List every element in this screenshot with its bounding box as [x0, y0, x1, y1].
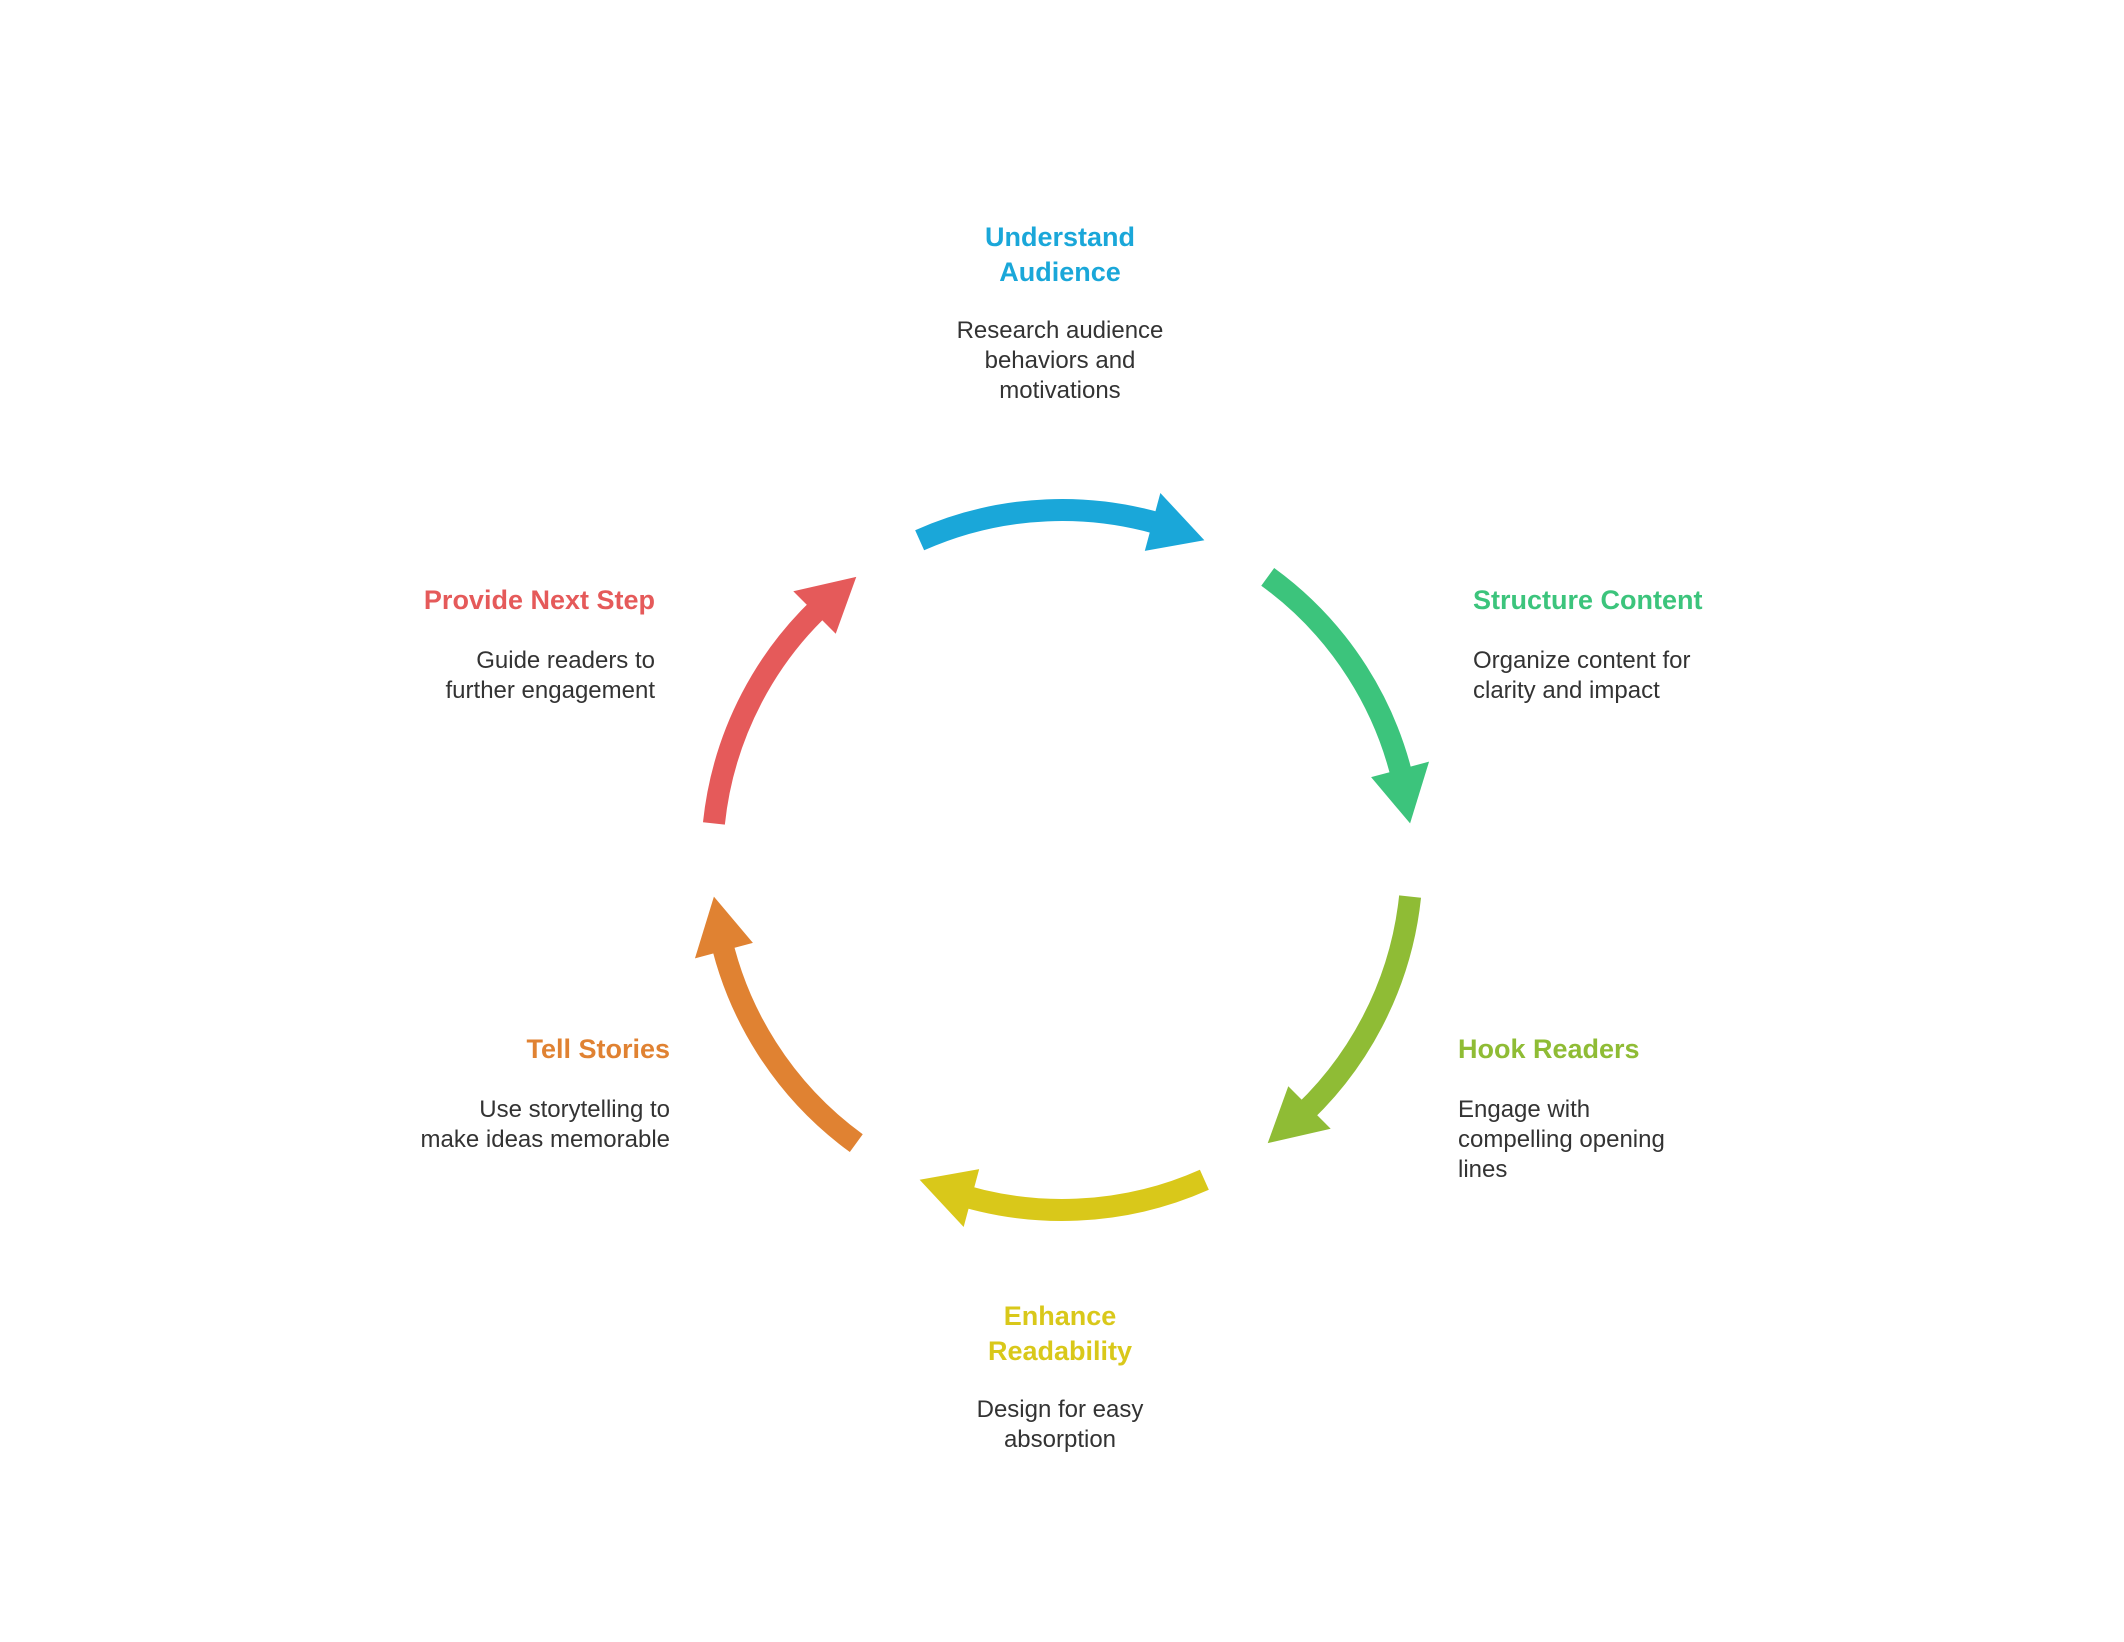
- arc-structure: [1261, 567, 1417, 796]
- arrowhead-provide: [793, 576, 857, 634]
- arc-understand: [915, 499, 1180, 551]
- step-title: Tell Stories: [526, 1034, 670, 1064]
- arrowhead-enhance: [919, 1169, 980, 1228]
- arrowhead-understand: [1144, 492, 1205, 551]
- step-title: Hook Readers: [1458, 1034, 1640, 1064]
- arrowhead-hook: [1267, 1086, 1331, 1144]
- arc-provide: [702, 587, 840, 825]
- step-title: Structure Content: [1473, 585, 1703, 615]
- step-title: Provide Next Step: [423, 585, 655, 615]
- arrowhead-tell: [694, 896, 753, 959]
- arc-enhance: [944, 1169, 1209, 1221]
- arrowhead-structure: [1371, 761, 1430, 824]
- arc-hook: [1284, 895, 1422, 1133]
- arc-tell: [707, 924, 863, 1153]
